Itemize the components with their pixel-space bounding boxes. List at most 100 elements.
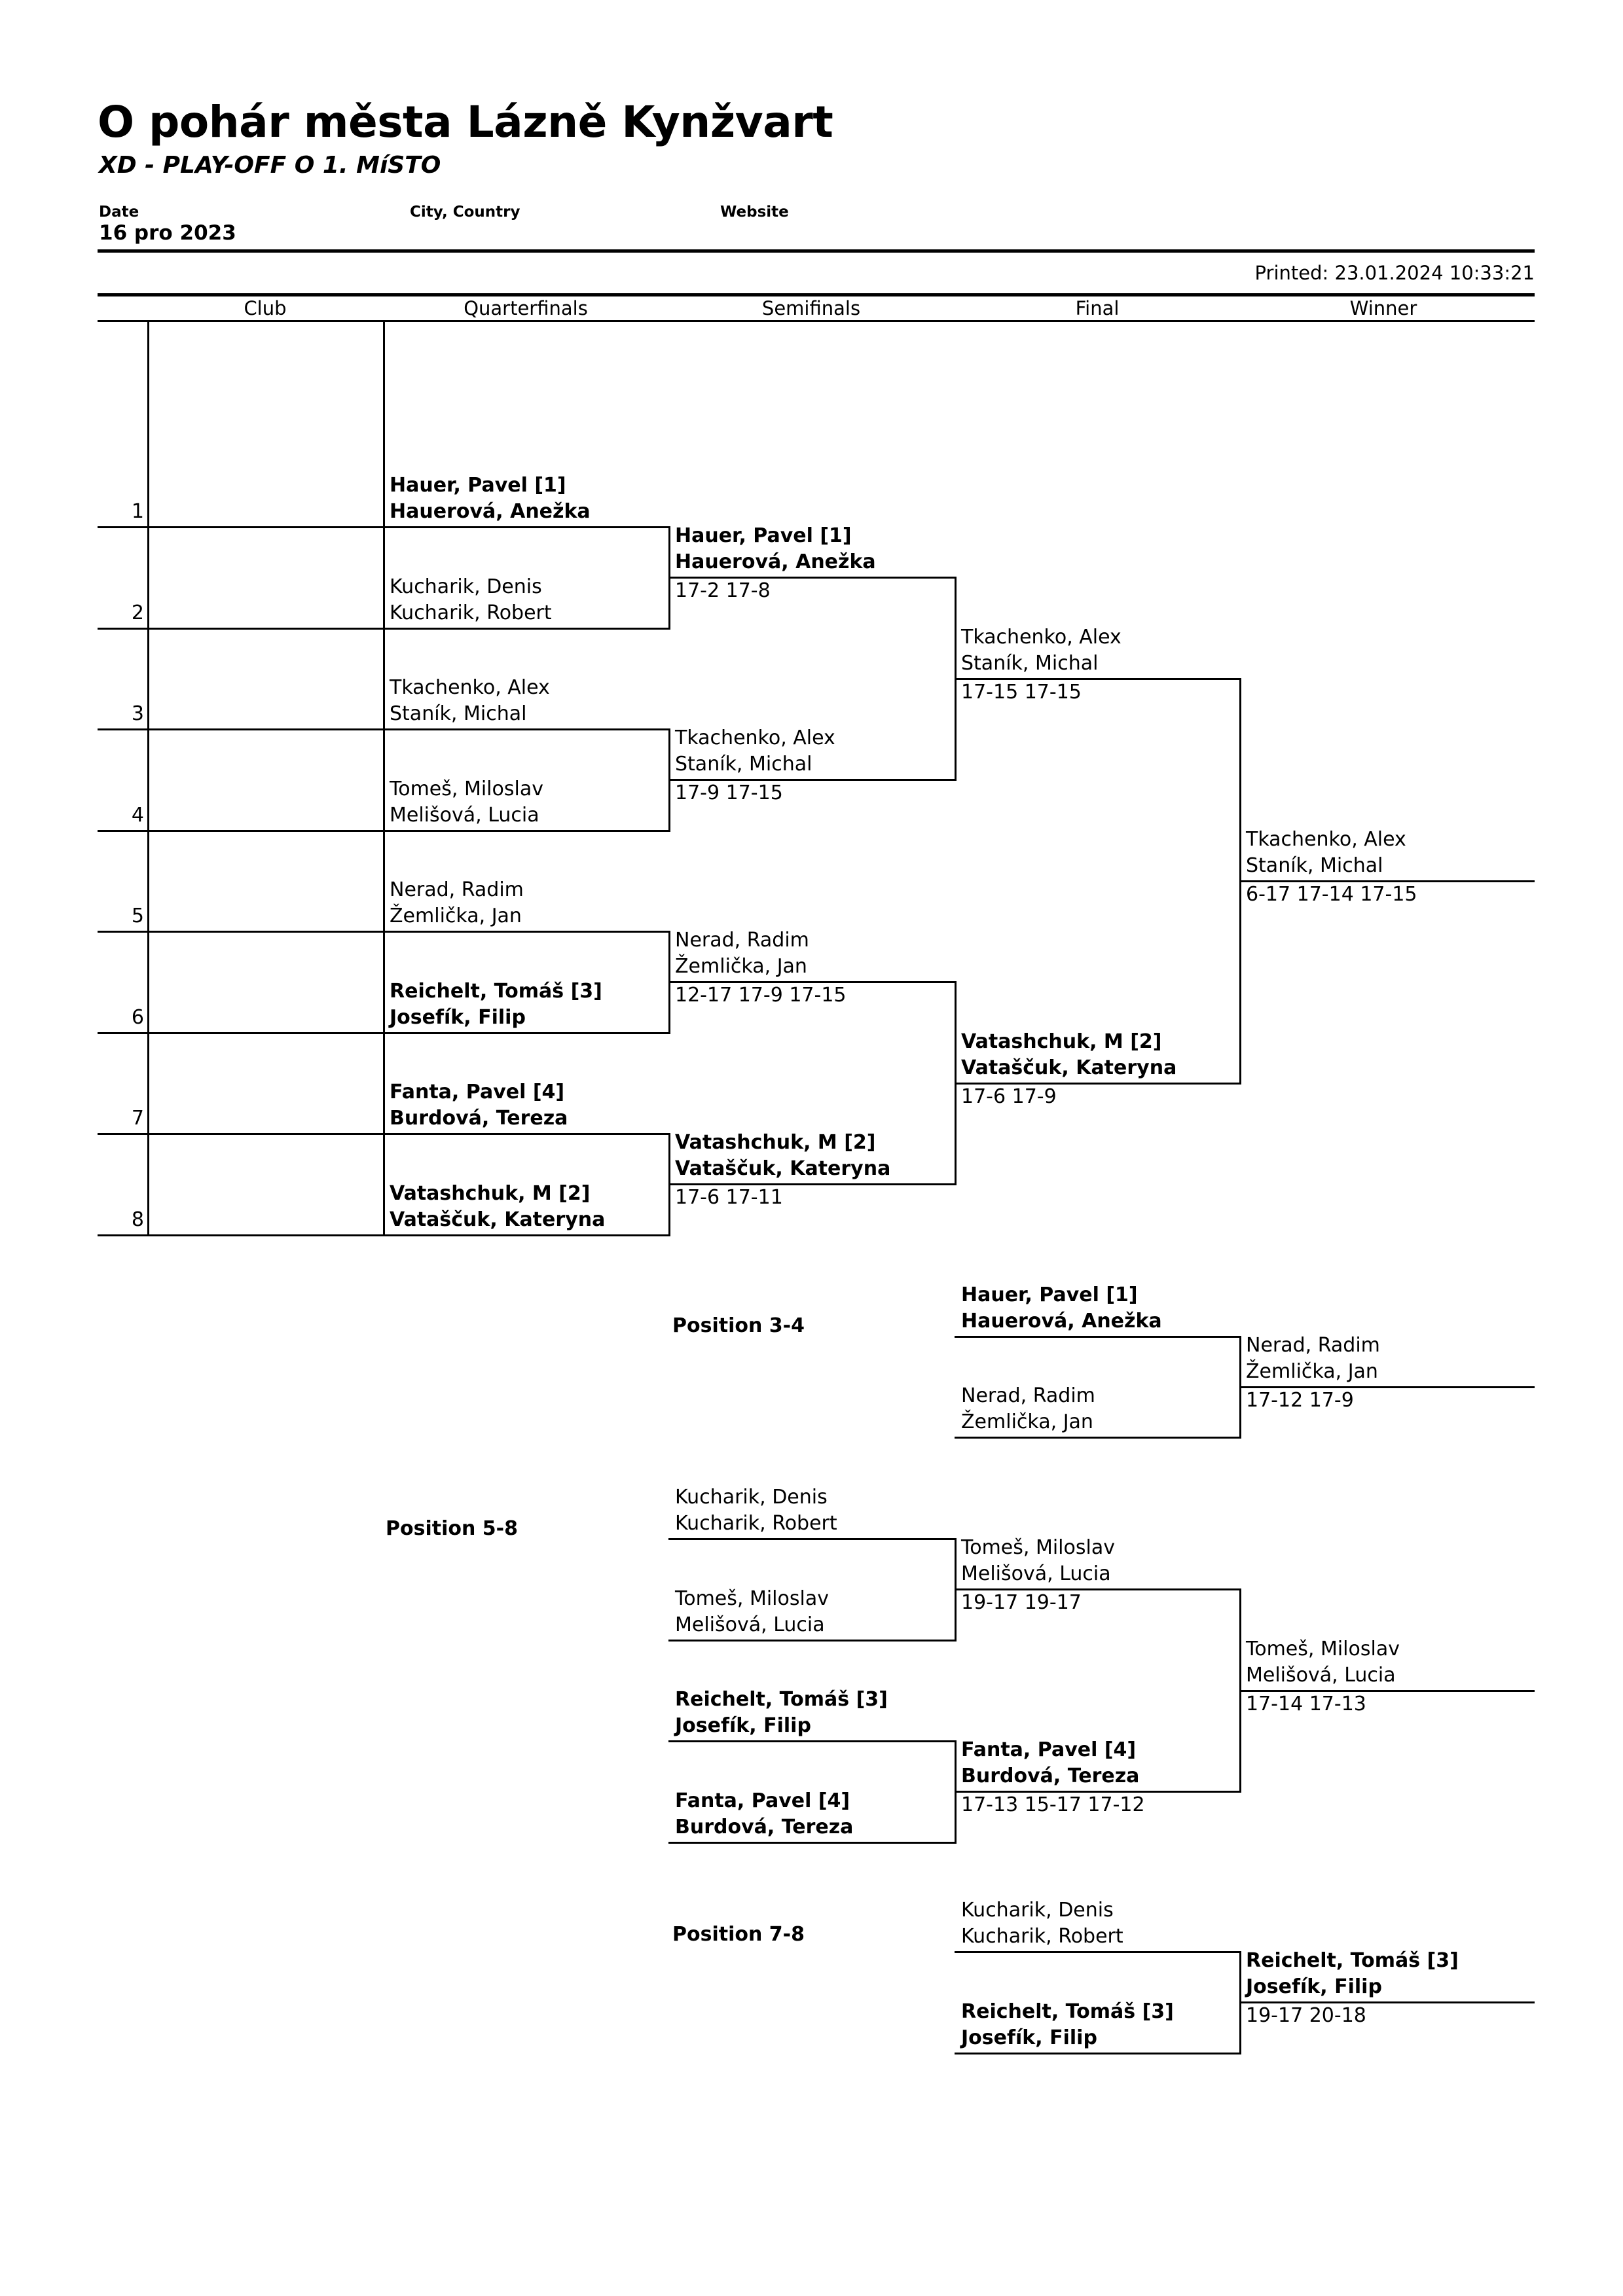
draw-row-line	[98, 1031, 670, 1034]
player-name: Fanta, Pavel [4]	[390, 1081, 565, 1103]
match-score: 17-6 17-11	[675, 1186, 783, 1210]
semifinal-line	[668, 779, 957, 781]
section-label-position-7-8: Position 7-8	[672, 1923, 805, 1946]
draw-position-number: 5	[131, 905, 144, 927]
player-name: Nerad, Radim	[675, 929, 809, 952]
playoff-winner-line	[1239, 1689, 1535, 1692]
partner-name: Josefík, Filip	[675, 1714, 811, 1737]
player-name: Tomeš, Miloslav	[1246, 1637, 1400, 1660]
playoff-entry-line	[668, 1841, 957, 1844]
semifinal-line	[668, 1183, 957, 1186]
player-name: Tkachenko, Alex	[390, 676, 550, 699]
match-score: 12-17 17-9 17-15	[675, 984, 847, 1007]
draw-row-line	[98, 627, 670, 630]
partner-name: Melišová, Lucia	[675, 1613, 825, 1636]
column-header-winner: Winner	[1349, 297, 1417, 319]
draw-row-line	[98, 1234, 670, 1236]
winner-line	[1239, 880, 1535, 882]
player-name: Tkachenko, Alex	[675, 726, 835, 750]
partner-name: Vataščuk, Kateryna	[675, 1157, 891, 1181]
column-header-quarterfinals: Quarterfinals	[464, 297, 588, 319]
player-name: Nerad, Radim	[961, 1384, 1095, 1407]
player-name: Tomeš, Miloslav	[961, 1536, 1115, 1560]
column-header-bottom-rule	[98, 320, 1535, 322]
draw-position-number: 3	[131, 702, 144, 725]
draw-position-number: 4	[131, 803, 144, 827]
partner-name: Vataščuk, Kateryna	[961, 1056, 1177, 1079]
playoff-entry-line	[955, 1336, 1241, 1338]
partner-name: Hauerová, Anežka	[675, 550, 876, 574]
player-name: Tomeš, Miloslav	[675, 1587, 829, 1610]
column-header-club: Club	[244, 297, 287, 319]
final-line	[955, 677, 1241, 680]
partner-name: Hauerová, Anežka	[390, 500, 591, 523]
partner-name: Vataščuk, Kateryna	[390, 1208, 606, 1231]
column-header-final: Final	[1075, 297, 1120, 319]
match-score: 19-17 19-17	[961, 1591, 1082, 1615]
final-line	[955, 1082, 1241, 1085]
player-name: Kucharik, Denis	[390, 575, 542, 598]
partner-name: Hauerová, Anežka	[961, 1310, 1162, 1333]
draw-row-line	[98, 1133, 670, 1135]
partner-name: Žemlička, Jan	[675, 955, 807, 978]
player-name: Fanta, Pavel [4]	[675, 1789, 850, 1812]
match-score: 17-6 17-9	[961, 1085, 1057, 1108]
tournament-title: O pohár města Lázně Kynžvart	[98, 97, 833, 147]
playoff-entry-line	[668, 1639, 957, 1641]
draw-row-line	[98, 931, 670, 933]
player-name: Hauer, Pavel [1]	[390, 474, 566, 497]
match-score: 17-13 15-17 17-12	[961, 1793, 1145, 1817]
player-name: Hauer, Pavel [1]	[961, 1283, 1138, 1306]
player-name: Reichelt, Tomáš [3]	[961, 2000, 1174, 2023]
partner-name: Staník, Michal	[390, 702, 527, 725]
partner-name: Staník, Michal	[675, 753, 812, 776]
partner-name: Josefík, Filip	[961, 2026, 1097, 2049]
date-label: Date	[99, 204, 139, 221]
draw-position-number: 7	[131, 1107, 144, 1130]
partner-name: Melišová, Lucia	[1246, 1663, 1396, 1687]
partner-name: Kucharik, Robert	[390, 601, 552, 624]
website-label: Website	[720, 204, 789, 221]
player-name: Tkachenko, Alex	[1246, 827, 1406, 851]
partner-name: Žemlička, Jan	[961, 1410, 1093, 1433]
draw-position-number: 8	[131, 1208, 144, 1231]
match-score: 17-14 17-13	[1246, 1692, 1366, 1715]
club-column-divider	[147, 321, 149, 1236]
column-header-top-rule	[98, 293, 1535, 296]
section-label-position-5-8: Position 5-8	[386, 1517, 518, 1540]
event-subtitle: XD - PLAY-OFF O 1. MíSTO	[99, 152, 441, 179]
player-name: Kucharik, Denis	[675, 1486, 828, 1509]
playoff-winner-line	[1239, 2001, 1535, 2004]
partner-name: Melišová, Lucia	[390, 803, 539, 827]
partner-name: Burdová, Tereza	[961, 1765, 1140, 1788]
draw-row-line	[98, 829, 670, 832]
partner-name: Žemlička, Jan	[1246, 1360, 1378, 1383]
player-name: Vatashchuk, M [2]	[675, 1131, 876, 1155]
player-name: Nerad, Radim	[1246, 1334, 1380, 1357]
partner-name: Burdová, Tereza	[675, 1815, 854, 1839]
match-score: 17-15 17-15	[961, 680, 1082, 704]
match-score: 19-17 20-18	[1246, 2004, 1366, 2028]
player-name: Reichelt, Tomáš [3]	[1246, 1949, 1459, 1973]
player-name: Tomeš, Miloslav	[390, 777, 543, 800]
draw-position-number: 1	[131, 500, 144, 523]
semifinal-line	[668, 577, 957, 579]
draw-row-line	[98, 526, 670, 528]
playoff-entry-line	[668, 1538, 957, 1540]
header-divider	[98, 249, 1535, 253]
partner-name: Burdová, Tereza	[390, 1107, 568, 1130]
match-score: 6-17 17-14 17-15	[1246, 882, 1417, 906]
partner-name: Staník, Michal	[961, 651, 1099, 675]
player-name: Nerad, Radim	[390, 878, 524, 901]
quarterfinal-column-divider	[383, 321, 385, 1236]
partner-name: Žemlička, Jan	[390, 905, 522, 927]
partner-name: Kucharik, Robert	[675, 1512, 837, 1535]
column-header-semifinals: Semifinals	[761, 297, 861, 319]
playoff-winner-line	[1239, 1386, 1535, 1388]
printed-timestamp: Printed: 23.01.2024 10:33:21	[1254, 262, 1535, 284]
playoff-round2-line	[955, 1791, 1241, 1793]
playoff-entry-line	[955, 1951, 1241, 1953]
draw-position-number: 2	[131, 601, 144, 624]
playoff-round2-line	[955, 1588, 1241, 1591]
date-value: 16 pro 2023	[99, 221, 236, 245]
